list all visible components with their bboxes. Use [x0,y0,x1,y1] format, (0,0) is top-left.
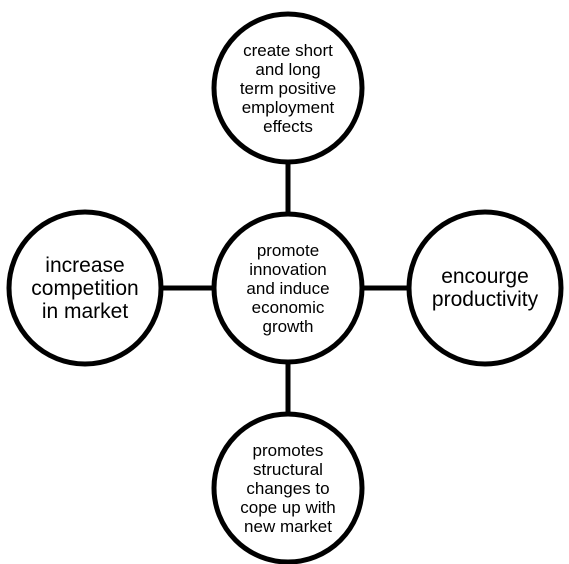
node-center-line: economic [251,297,325,317]
node-top-line: effects [263,116,313,136]
node-left-label: increase competition in market [12,222,158,354]
node-top-line: create short [243,40,333,60]
node-bottom-line: changes to [246,478,330,498]
node-center-circle [211,211,365,365]
node-bottom-circle [211,411,365,564]
node-top-circle [211,11,365,165]
node-bottom-line: cope up with [240,497,336,517]
node-top-line: employment [241,97,335,117]
node-top-label: create short and long term positive empl… [217,22,359,154]
node-right-label: encourge productivity [412,222,558,354]
node-center-line: innovation [249,259,327,279]
node-top-line: term positive [239,78,337,98]
node-center-label: promote innovation and induce economic g… [217,222,359,354]
node-right-circle [406,209,564,367]
node-bottom-line: promotes [252,440,324,460]
node-left-line: in market [41,299,129,323]
node-top-line: and long [255,59,321,79]
node-bottom-line: new market [244,516,332,536]
node-bottom-label: promotes structural changes to cope up w… [217,422,359,554]
node-left-line: increase [45,253,125,277]
node-left-circle [6,209,164,367]
node-center-line: promote [256,240,320,260]
node-center-line: and induce [246,278,330,298]
node-right-line: productivity [431,288,539,311]
node-center-line: growth [262,316,314,336]
node-right-line: encourge [441,265,529,288]
node-bottom-line: structural [253,459,323,479]
node-left-line: competition [31,276,139,300]
